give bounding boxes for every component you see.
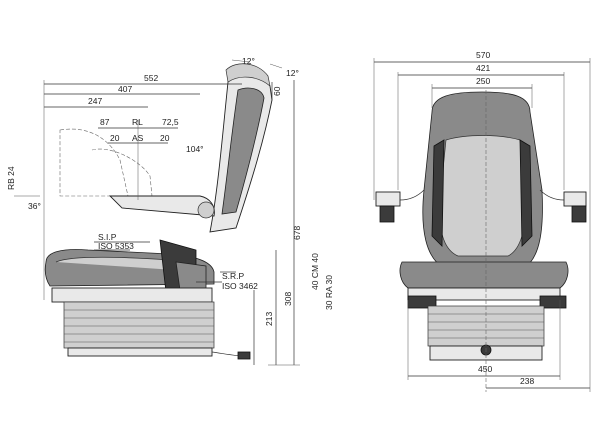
armrest-ghost-2: [91, 148, 153, 197]
dim-72-5: 72,5: [162, 117, 179, 127]
srp-label: S.R.P: [222, 271, 245, 281]
dim-238: 238: [520, 376, 534, 386]
dim-cm: 40 CM 40: [310, 253, 320, 290]
dim-678: 678: [292, 226, 302, 240]
side-bottom-rail: [67, 347, 213, 357]
sip-iso: ISO 5353: [98, 241, 134, 251]
dim-87: 87: [100, 117, 110, 127]
front-backrest-bolster-right: [519, 139, 533, 247]
front-seat-frame: [407, 287, 561, 301]
front-lever-right: [539, 295, 567, 309]
front-seat-cushion: [399, 261, 569, 289]
dim-552: 552: [144, 73, 158, 83]
dim-rl-label: RL: [132, 117, 143, 127]
front-view: 570 421 250 450 238: [373, 50, 591, 392]
srp-iso: ISO 3462: [222, 281, 258, 291]
side-control-box: [175, 261, 207, 291]
dim-407: 407: [118, 84, 132, 94]
side-headrest: [225, 63, 271, 87]
angle-12-a: 12°: [242, 56, 255, 66]
front-armrest-right: [539, 189, 587, 223]
front-dimension-lines: [373, 58, 591, 392]
dim-as-left: 20: [110, 133, 120, 143]
side-dimension-lines: [14, 59, 300, 366]
angle-12-b: 12°: [286, 68, 299, 78]
side-bellows: [63, 301, 215, 349]
dim-60: 60: [272, 86, 282, 96]
dim-250: 250: [476, 76, 490, 86]
side-base-plate: [51, 287, 213, 303]
side-backrest-cushion: [221, 87, 265, 215]
side-view: 552 407 247 87 RL 72,5 20 AS 20 12° 12° …: [6, 56, 334, 366]
armrest-pivot: [197, 201, 215, 219]
front-armrest-left: [375, 189, 425, 223]
dim-213: 213: [264, 312, 274, 326]
dim-ra: 30 RA 30: [324, 275, 334, 310]
front-backrest-bolster-left: [431, 139, 445, 247]
side-armrest: [108, 195, 215, 217]
side-connector: [237, 351, 251, 360]
front-backrest-inner: [439, 135, 527, 257]
dim-450: 450: [478, 364, 492, 374]
sip-label: S.I.P: [98, 232, 117, 242]
dim-570: 570: [476, 50, 490, 60]
armrest-ghost: [59, 128, 129, 197]
dim-rb-24: RB 24: [6, 166, 16, 190]
dim-as-label: AS: [132, 133, 144, 143]
dim-421: 421: [476, 63, 490, 73]
dim-308: 308: [283, 292, 293, 306]
angle-104: 104°: [186, 144, 204, 154]
dim-247: 247: [88, 96, 102, 106]
angle-36: 36°: [28, 201, 41, 211]
dim-as-right: 20: [160, 133, 170, 143]
